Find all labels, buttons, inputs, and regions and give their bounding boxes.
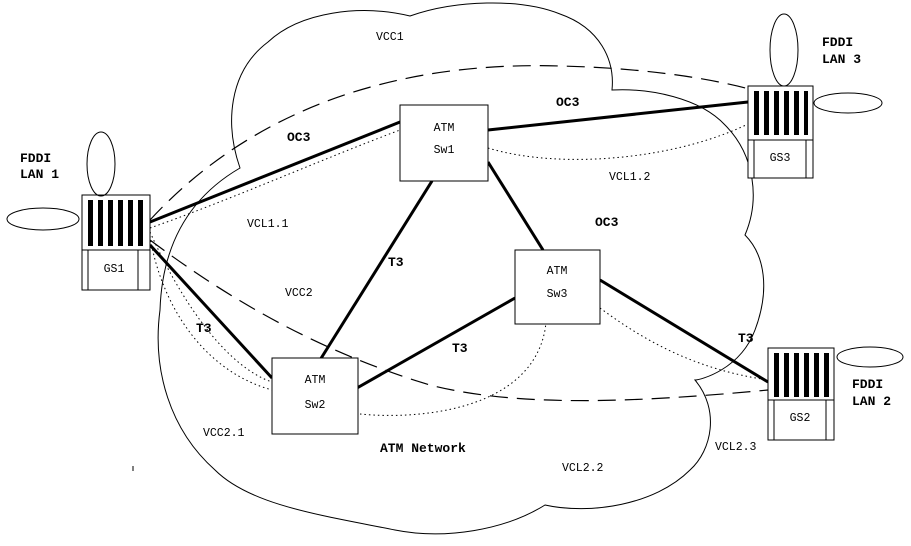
- sw1-line2: Sw1: [434, 144, 455, 157]
- sw3-line1: ATM: [547, 265, 568, 278]
- vcl2-3-path: [599, 307, 769, 381]
- lan3-line2: LAN 3: [822, 52, 861, 67]
- label-t3-sw2-sw3: T3: [452, 341, 468, 356]
- label-vcl2-2: VCL2.2: [562, 462, 604, 475]
- lan2-line1: FDDI: [852, 377, 883, 392]
- label-vcl1-1: VCL1.1: [247, 218, 289, 231]
- label-vcl2-3: VCL2.3: [715, 441, 757, 454]
- vcc2-path: [149, 239, 769, 402]
- gateway-gs3: GS3: [747, 85, 814, 179]
- vcl1-1-path: [149, 129, 401, 229]
- sw2-line2: Sw2: [305, 399, 326, 412]
- link-sw1-gs3: [487, 100, 749, 132]
- label-oc3-sw1-sw3: OC3: [595, 215, 619, 230]
- label-t3-sw1-sw2: T3: [388, 255, 404, 270]
- lan2-line2: LAN 2: [852, 394, 891, 409]
- link-sw2-sw3: [356, 296, 516, 390]
- link-gs1-sw2: [148, 243, 274, 380]
- vcc2-1-path-a: [149, 235, 273, 391]
- link-gs1-sw1: [149, 120, 401, 224]
- sw2-line1: ATM: [305, 374, 326, 387]
- vcc1-path: [149, 65, 761, 221]
- fddi-ring-lan3-vertical: [769, 13, 799, 87]
- link-sw3-gs2: [599, 278, 769, 384]
- vcc2-1-path-b: [149, 231, 273, 383]
- atm-switch-sw2: ATM Sw2: [271, 357, 359, 435]
- sw3-line2: Sw3: [547, 288, 568, 301]
- label-atm-network: ATM Network: [380, 441, 466, 456]
- gateway-gs2: GS2: [767, 347, 835, 441]
- label-oc3-gs1-sw1: OC3: [287, 130, 311, 145]
- gs2-label: GS2: [790, 412, 811, 425]
- fddi-ring-lan1-horizontal: [6, 207, 80, 231]
- link-sw1-sw2: [318, 180, 434, 361]
- atm-switch-sw3: ATM Sw3: [514, 249, 601, 325]
- sw1-line1: ATM: [434, 122, 455, 135]
- lan1-line1: FDDI: [20, 151, 51, 166]
- fddi-ring-lan2-horizontal: [836, 346, 904, 368]
- lan1-line2: LAN 1: [20, 167, 59, 182]
- fddi-ring-lan3-horizontal: [813, 92, 883, 114]
- atm-switch-sw1: ATM Sw1: [399, 104, 489, 182]
- label-vcc2: VCC2: [285, 287, 313, 300]
- lan3-line1: FDDI: [822, 35, 853, 50]
- atm-network-cloud: [157, 2, 765, 535]
- link-sw1-sw3: [486, 161, 545, 251]
- gateway-gs1: GS1: [81, 194, 151, 291]
- label-t3-sw3-gs2: T3: [738, 331, 754, 346]
- label-vcl1-2: VCL1.2: [609, 171, 651, 184]
- gs1-label: GS1: [104, 263, 125, 276]
- label-oc3-sw1-gs3: OC3: [556, 95, 580, 110]
- label-vcc2-1: VCC2.1: [203, 427, 245, 440]
- gs3-label: GS3: [770, 152, 791, 165]
- label-t3-gs1-sw2: T3: [196, 321, 212, 336]
- fddi-ring-lan1-vertical: [86, 131, 116, 197]
- label-vcc1: VCC1: [376, 31, 404, 44]
